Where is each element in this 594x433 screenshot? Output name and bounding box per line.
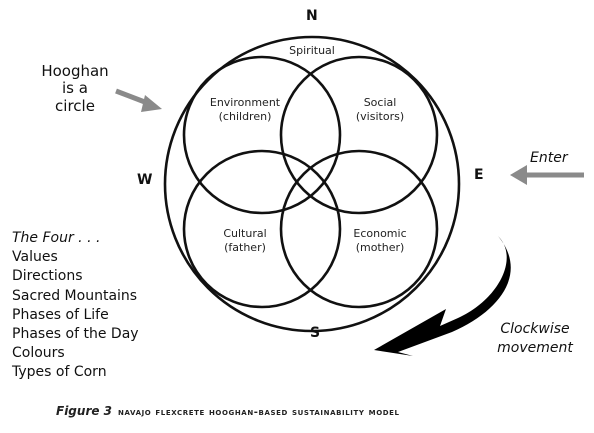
four-list-item: Sacred Mountains bbox=[12, 287, 138, 304]
social-sub: (visitors) bbox=[355, 110, 405, 123]
four-list-item: Phases of the Day bbox=[12, 326, 139, 343]
enter-arrow bbox=[510, 165, 584, 185]
economic-circle bbox=[279, 149, 439, 309]
cultural-label: Cultural (father) bbox=[205, 227, 285, 255]
outer-circle bbox=[163, 35, 461, 333]
north-label: N bbox=[306, 8, 318, 24]
social-label: Social (visitors) bbox=[340, 96, 420, 124]
enter-label: Enter bbox=[530, 150, 568, 166]
four-list-item: Colours bbox=[12, 345, 65, 362]
hooghan-note: Hooghan is a circle bbox=[30, 62, 120, 115]
environment-sub: (children) bbox=[218, 110, 272, 123]
clockwise-note-line1: Clockwise bbox=[500, 321, 570, 337]
figure-caption-text: navajo flexcrete hooghan-based sustainab… bbox=[118, 407, 400, 418]
four-list-title: The Four . . . bbox=[12, 230, 101, 246]
spiritual-label: Spiritual bbox=[289, 44, 335, 57]
clockwise-arrow bbox=[374, 236, 511, 356]
four-list-item: Values bbox=[12, 249, 58, 266]
cultural-circle bbox=[182, 149, 342, 309]
clockwise-note: Clockwise movement bbox=[497, 320, 573, 358]
hooghan-note-line1: Hooghan bbox=[41, 62, 109, 80]
environment-name: Environment bbox=[209, 96, 281, 109]
environment-label: Environment (children) bbox=[200, 96, 290, 124]
east-label: E bbox=[474, 167, 484, 183]
cultural-name: Cultural bbox=[223, 227, 267, 240]
west-label: W bbox=[137, 172, 153, 188]
social-name: Social bbox=[363, 96, 397, 109]
economic-label: Economic (mother) bbox=[340, 227, 420, 255]
hooghan-arrow bbox=[115, 88, 162, 112]
figure-caption: Figure 3 navajo flexcrete hooghan-based s… bbox=[56, 404, 400, 419]
cultural-sub: (father) bbox=[224, 241, 266, 254]
hooghan-note-line3: circle bbox=[55, 96, 95, 115]
four-list-item: Types of Corn bbox=[12, 364, 107, 381]
four-list-item: Directions bbox=[12, 268, 83, 285]
clockwise-note-line2: movement bbox=[497, 340, 573, 356]
figure-number: Figure 3 bbox=[56, 404, 113, 418]
south-label: S bbox=[310, 325, 321, 341]
four-list: The Four . . . Values Directions Sacred … bbox=[12, 229, 139, 383]
hooghan-note-line2: is a bbox=[62, 79, 88, 98]
environment-circle bbox=[182, 55, 342, 215]
social-circle bbox=[279, 55, 439, 215]
economic-name: Economic bbox=[353, 227, 407, 240]
four-list-item: Phases of Life bbox=[12, 306, 109, 323]
economic-sub: (mother) bbox=[355, 241, 405, 254]
